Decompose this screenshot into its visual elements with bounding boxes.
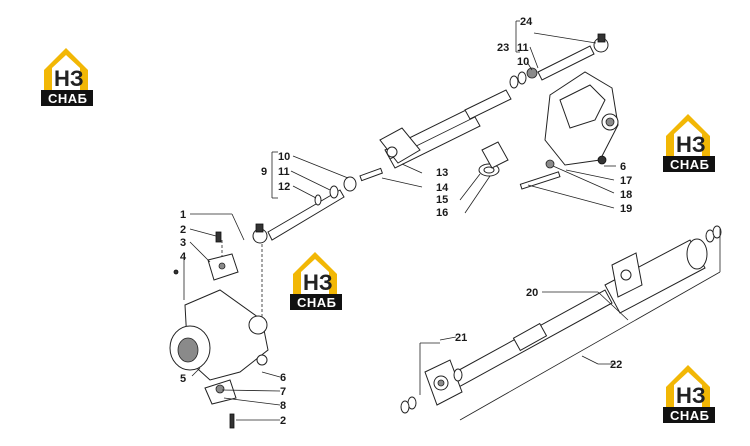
middle-tie-rod xyxy=(252,176,357,244)
callout-2: 2 xyxy=(280,415,286,427)
callout-22: 22 xyxy=(610,359,622,371)
callout-4: 4 xyxy=(180,251,187,263)
callout-12: 12 xyxy=(278,181,290,193)
callout-11: 11 xyxy=(278,166,290,178)
lower-knuckle xyxy=(169,231,269,429)
brand-logo-bottom-right: НЗ СНАБ xyxy=(663,365,715,423)
callout-1: 1 xyxy=(180,209,186,221)
callout-17: 17 xyxy=(620,175,632,187)
callout-18: 18 xyxy=(620,189,632,201)
logo-letters: НЗ xyxy=(54,66,84,91)
callout-15: 15 xyxy=(436,194,448,206)
callout-2: 2 xyxy=(180,224,186,236)
brand-logo-center: НЗ СНАБ xyxy=(290,252,342,310)
steering-knuckle-upper xyxy=(519,71,619,190)
callout-24: 24 xyxy=(520,16,533,28)
logo-letters: НЗ xyxy=(676,383,706,408)
callout-10: 10 xyxy=(278,151,290,163)
callout-21: 21 xyxy=(455,332,467,344)
callout-19: 19 xyxy=(620,203,632,215)
callout-23: 23 xyxy=(497,42,509,54)
callout-labels: 24 23 11 10 6 17 18 19 10 9 11 12 13 14 … xyxy=(180,16,632,427)
logo-word: СНАБ xyxy=(670,157,710,172)
callout-13: 13 xyxy=(436,167,448,179)
brand-logo-top-left: НЗ СНАБ xyxy=(41,48,93,106)
callout-6: 6 xyxy=(620,161,626,173)
callout-14: 14 xyxy=(436,182,449,194)
callout-10: 10 xyxy=(517,56,529,68)
logo-word: СНАБ xyxy=(670,408,710,423)
callout-6: 6 xyxy=(280,372,286,384)
callout-8: 8 xyxy=(280,400,286,412)
callout-9: 9 xyxy=(261,166,267,178)
brand-logo-right: НЗ СНАБ xyxy=(663,114,715,172)
callout-16: 16 xyxy=(436,207,448,219)
logo-word: СНАБ xyxy=(297,295,337,310)
logo-word: СНАБ xyxy=(48,91,88,106)
callout-11: 11 xyxy=(517,42,529,54)
callout-20: 20 xyxy=(526,287,538,299)
leader-lines xyxy=(183,20,629,421)
hydraulic-cylinder-lower xyxy=(400,225,722,414)
callout-3: 3 xyxy=(180,237,186,249)
steering-cylinder xyxy=(359,89,512,182)
callout-5: 5 xyxy=(180,373,186,385)
logo-letters: НЗ xyxy=(303,270,333,295)
logo-letters: НЗ xyxy=(676,132,706,157)
upper-tie-rod xyxy=(509,33,609,89)
callout-7: 7 xyxy=(280,386,286,398)
